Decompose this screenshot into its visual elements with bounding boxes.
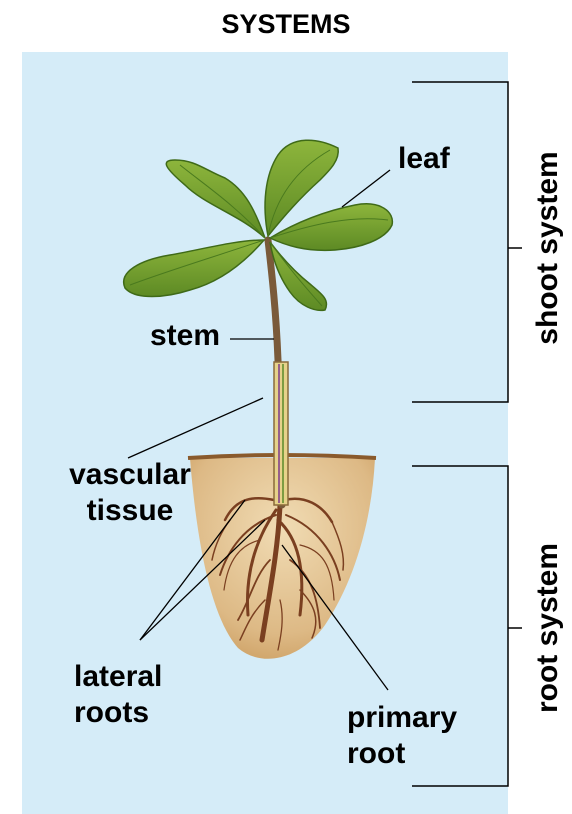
- label-stem: stem: [150, 318, 220, 354]
- label-lateral-roots: lateral roots: [74, 659, 162, 731]
- label-primary-root: primary root: [347, 700, 457, 772]
- label-root-system: root system: [530, 543, 566, 713]
- label-vascular-tissue: vascular tissue: [50, 457, 210, 529]
- label-shoot-system: shoot system: [530, 151, 566, 344]
- label-leaf: leaf: [398, 141, 450, 177]
- diagram-title: SYSTEMS: [0, 6, 572, 42]
